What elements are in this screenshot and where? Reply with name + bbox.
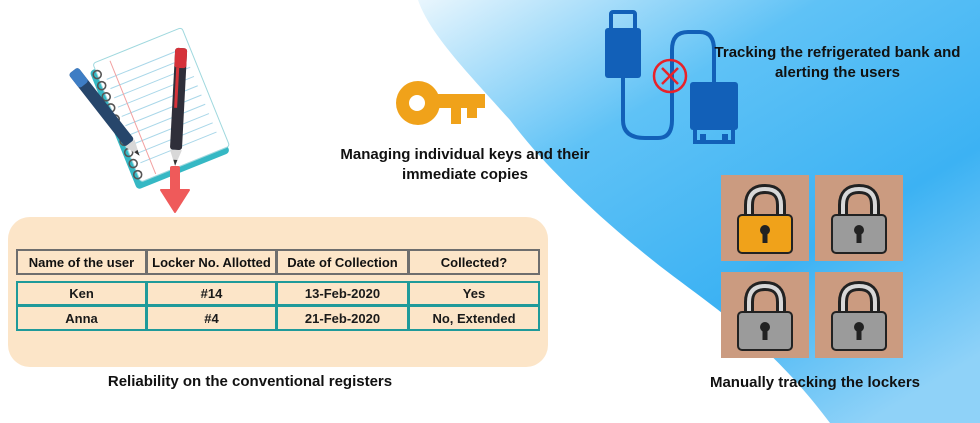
table-cell: 21-Feb-2020 (276, 306, 408, 331)
caption-bank: Tracking the refrigerated bank and alert… (714, 44, 961, 81)
arrow-down-icon (160, 166, 190, 213)
table-cell: 13-Feb-2020 (276, 281, 408, 306)
padlock-icon (831, 280, 887, 351)
header-cell: Collected? (408, 249, 540, 275)
table-cell: No, Extended (408, 306, 540, 331)
key-icon (396, 81, 485, 125)
caption-lockers: Manually tracking the lockers (709, 374, 921, 391)
table-cell: #4 (146, 306, 276, 331)
usb-cable-disconnected-icon (605, 10, 738, 144)
table-row: Anna #4 21-Feb-2020 No, Extended (16, 306, 540, 331)
header-cell: Locker No. Allotted (146, 249, 276, 275)
padlock-icon (831, 183, 887, 254)
table-cell: Anna (16, 306, 146, 331)
caption-registers: Reliability on the conventional register… (107, 373, 393, 390)
locker-tile (721, 175, 809, 261)
table-cell: Ken (16, 281, 146, 306)
register-table-body: Ken #14 13-Feb-2020 Yes Anna #4 21-Feb-2… (16, 281, 540, 331)
table-cell: #14 (146, 281, 276, 306)
register-table-header: Name of the user Locker No. Allotted Dat… (16, 249, 540, 275)
locker-tile (815, 175, 903, 261)
locker-tile (721, 272, 809, 358)
padlock-icon (737, 280, 793, 351)
header-cell: Date of Collection (276, 249, 408, 275)
notebook-with-pens-icon (69, 27, 230, 189)
table-row: Ken #14 13-Feb-2020 Yes (16, 281, 540, 306)
header-cell: Name of the user (16, 249, 146, 275)
caption-keys: Managing individual keys and their immed… (340, 146, 590, 183)
padlock-icon (737, 183, 793, 254)
locker-tile (815, 272, 903, 358)
table-cell: Yes (408, 281, 540, 306)
